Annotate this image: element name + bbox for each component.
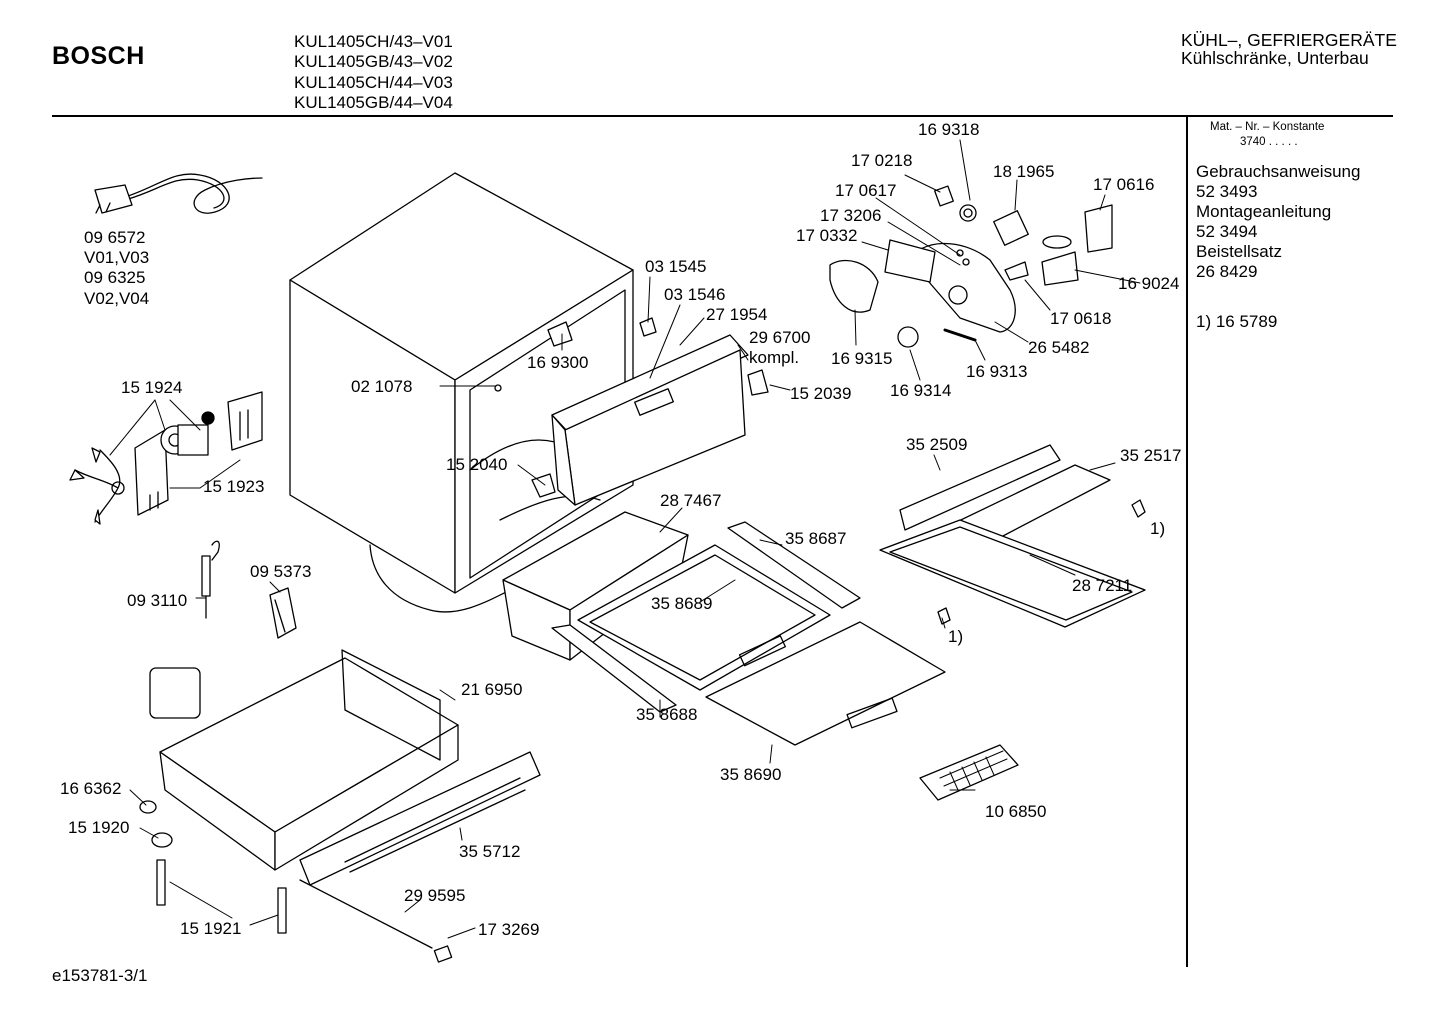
part-label-kompl: kompl. [749, 348, 800, 367]
model-number-2: KUL1405GB/43–V02 [294, 52, 453, 71]
part-label-358689: 35 8689 [651, 594, 713, 613]
ice-tray-icon [919, 744, 1019, 801]
part-label-151924: 15 1924 [121, 378, 183, 397]
category-title: KÜHL–, GEFRIERGERÄTE [1181, 30, 1397, 50]
doc-label-1: Gebrauchsanweisung [1196, 162, 1361, 181]
fan-motor-icon [69, 391, 263, 525]
shelf-frame-icon [551, 521, 946, 746]
model-number-3: KUL1405CH/44–V03 [294, 73, 453, 92]
brand-logo: BOSCH [52, 42, 145, 70]
power-cord-icon [94, 173, 263, 214]
grille-icon [299, 751, 541, 886]
part-label-170618: 17 0618 [1050, 309, 1112, 328]
part-label-v01v03: V01,V03 [84, 248, 150, 267]
part-label-169315: 16 9315 [831, 349, 893, 368]
part-label-096325: 09 6325 [84, 268, 146, 287]
doc-label-2: Montageanleitung [1196, 202, 1332, 221]
part-label-169300: 16 9300 [527, 353, 589, 372]
category-subtitle: Kühlschränke, Unterbau [1181, 48, 1369, 68]
base-plate-icon [149, 649, 459, 871]
part-label-169314: 16 9314 [890, 381, 952, 400]
part-label-031545: 03 1545 [645, 257, 707, 276]
part-label-151921: 15 1921 [180, 919, 242, 938]
part-label-106850: 10 6850 [985, 802, 1047, 821]
part-label-358690: 35 8690 [720, 765, 782, 784]
part-label-271954: 27 1954 [706, 305, 768, 324]
part-label-151920: 15 1920 [68, 818, 130, 837]
part-label-170617: 17 0617 [835, 181, 897, 200]
doc-label-3: Beistellsatz [1196, 242, 1282, 261]
part-label-v02v04: V02,V04 [84, 289, 150, 308]
part-label-173206: 17 3206 [820, 206, 882, 225]
model-number-1: KUL1405CH/43–V01 [294, 32, 453, 51]
part-label-footnote-1a: 1) [1150, 519, 1166, 538]
part-label-095373: 09 5373 [250, 562, 312, 581]
part-label-352509: 35 2509 [906, 435, 968, 454]
sidebar-divider [1186, 117, 1188, 967]
footnote: 1) 16 5789 [1196, 312, 1278, 331]
part-label-216950: 21 6950 [461, 680, 523, 699]
part-label-265482: 26 5482 [1028, 338, 1090, 357]
part-label-169318: 16 9318 [918, 120, 980, 139]
part-label-355712: 35 5712 [459, 842, 521, 861]
part-label-352517: 35 2517 [1120, 446, 1182, 465]
part-label-096572: 09 6572 [84, 228, 146, 247]
rod-icon [299, 879, 453, 963]
feet-icon [139, 800, 287, 934]
part-label-299595: 29 9595 [404, 886, 466, 905]
part-label-152039: 15 2039 [790, 384, 852, 403]
glass-shelf-icon [879, 444, 1146, 628]
part-label-170616: 17 0616 [1093, 175, 1155, 194]
header-rule [52, 115, 1393, 117]
model-number-4: KUL1405GB/44–V04 [294, 93, 453, 112]
part-label-181965: 18 1965 [993, 162, 1055, 181]
clip-icon [269, 587, 297, 639]
part-label-169313: 16 9313 [966, 362, 1028, 381]
part-label-296700: 29 6700 [749, 328, 811, 347]
leader-lines [109, 139, 1141, 939]
doc-number-3: 26 8429 [1196, 262, 1258, 281]
part-label-358688: 35 8688 [636, 705, 698, 724]
part-label-287211: 28 7211 [1072, 576, 1133, 595]
part-label-170332: 17 0332 [796, 226, 858, 245]
part-label-031546: 03 1546 [664, 285, 726, 304]
drawing-id: e153781-3/1 [52, 966, 148, 985]
mat-value: 3740 . . . . . [1240, 136, 1298, 148]
part-label-169024: 16 9024 [1118, 274, 1180, 293]
part-label-358687: 35 8687 [785, 529, 847, 548]
doc-number-2: 52 3494 [1196, 222, 1258, 241]
part-label-151923: 15 1923 [203, 477, 265, 496]
part-label-footnote-1b: 1) [948, 627, 964, 646]
part-label-287467: 28 7467 [660, 491, 722, 510]
sensor-icon [201, 540, 220, 619]
part-label-173269: 17 3269 [478, 920, 540, 939]
part-label-152040: 15 2040 [446, 455, 508, 474]
mat-header: Mat. – Nr. – Konstante [1210, 121, 1325, 133]
cabinet-icon [289, 172, 634, 613]
part-label-166362: 16 6362 [60, 779, 122, 798]
freezer-door-icon [531, 317, 769, 506]
part-label-021078: 02 1078 [351, 377, 413, 396]
part-label-170218: 17 0218 [851, 151, 913, 170]
part-label-093110: 09 3110 [127, 591, 188, 610]
doc-number-1: 52 3493 [1196, 182, 1258, 201]
